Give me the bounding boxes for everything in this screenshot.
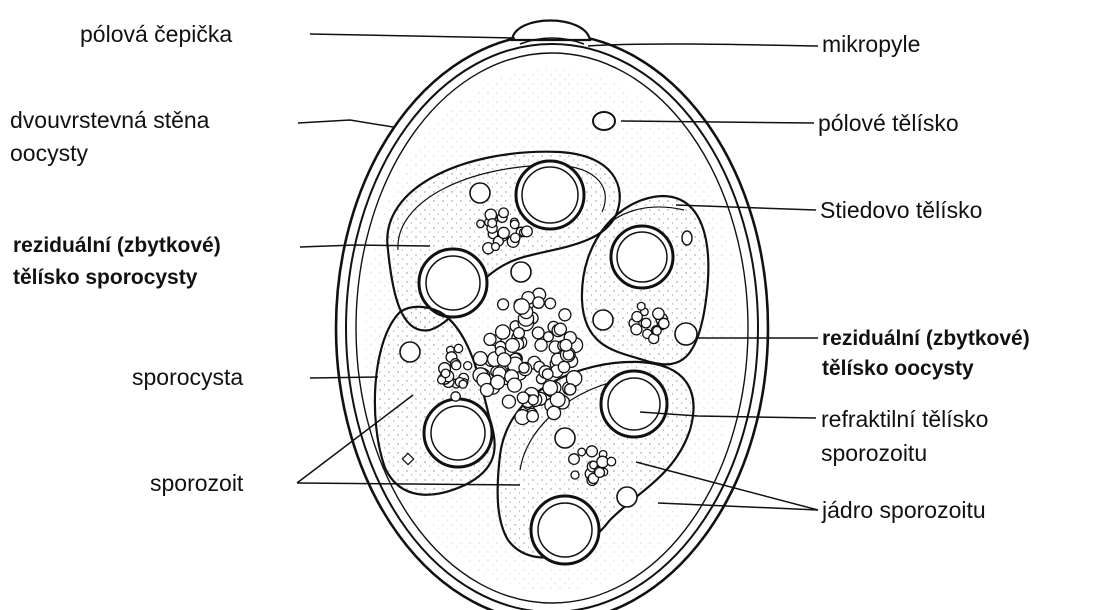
label-rezidualni-oocysty-line1: reziduální (zbytkové) <box>822 327 1030 350</box>
label-dvouvrstevna-stena-line1: dvouvrstevná stěna <box>10 107 210 133</box>
granule <box>454 344 462 352</box>
granule <box>497 353 510 366</box>
label-jadro-sporozoitu: jádro sporozoitu <box>821 497 986 523</box>
granule <box>452 361 461 370</box>
granule <box>474 352 488 366</box>
granule <box>542 369 553 380</box>
granule <box>502 395 515 408</box>
label-polove-telisko: pólové tělísko <box>818 110 959 136</box>
granule <box>517 392 529 404</box>
granule <box>578 448 586 456</box>
granule <box>464 362 472 370</box>
granule <box>631 324 642 335</box>
label-rezidualni-sporocysty-line1: reziduální (zbytkové) <box>13 234 221 257</box>
granule <box>586 446 597 457</box>
granule <box>513 328 524 339</box>
granule <box>527 410 539 422</box>
label-refraktilni-line1: refraktilní tělísko <box>821 406 988 432</box>
granule <box>560 339 572 351</box>
granule <box>632 312 642 322</box>
granule <box>533 297 544 308</box>
granule <box>496 325 510 339</box>
label-polova-cepicka: pólová čepička <box>80 21 232 47</box>
granule <box>559 309 571 321</box>
granule <box>459 380 467 388</box>
granule <box>508 378 522 392</box>
polar-cap <box>512 21 590 41</box>
granule <box>547 406 560 419</box>
label-sporozoit: sporozoit <box>150 470 244 496</box>
granule <box>641 318 651 328</box>
granule <box>543 381 558 396</box>
label-rezidualni-sporocysty-line2: tělísko sporocysty <box>13 266 198 289</box>
granule <box>477 220 485 228</box>
granule <box>519 363 529 373</box>
granule <box>558 361 569 372</box>
granule <box>532 327 544 339</box>
label-refraktilni-line2: sporozoitu <box>821 440 927 466</box>
granule <box>498 299 509 310</box>
granule <box>637 302 645 310</box>
granule <box>659 318 669 328</box>
granule <box>545 298 556 309</box>
granule <box>510 220 519 229</box>
granule <box>571 471 579 479</box>
granule <box>522 226 533 237</box>
label-rezidualni-oocysty-line2: tělísko oocysty <box>822 357 974 380</box>
granule <box>607 457 616 466</box>
granule <box>653 308 664 319</box>
granule <box>488 219 497 228</box>
granule <box>492 243 500 251</box>
granule <box>569 454 580 465</box>
granule <box>565 384 576 395</box>
granule <box>481 384 494 397</box>
granule <box>535 339 547 351</box>
granule <box>451 392 460 401</box>
sporozoite-nucleus <box>470 183 490 203</box>
label-sporocysta: sporocysta <box>132 364 243 390</box>
granule <box>499 208 509 218</box>
granule <box>514 299 529 314</box>
granule <box>511 233 520 242</box>
granule <box>498 227 509 238</box>
granule <box>441 369 450 378</box>
granule <box>528 395 538 405</box>
label-stiedovo-telisko: Stiedovo tělísko <box>820 197 982 223</box>
granule <box>554 323 566 335</box>
label-dvouvrstevna-stena-line2: oocysty <box>10 140 88 166</box>
granule <box>506 339 520 353</box>
label-mikropyle: mikropyle <box>822 31 920 57</box>
granule <box>595 468 605 478</box>
granule <box>484 333 496 345</box>
